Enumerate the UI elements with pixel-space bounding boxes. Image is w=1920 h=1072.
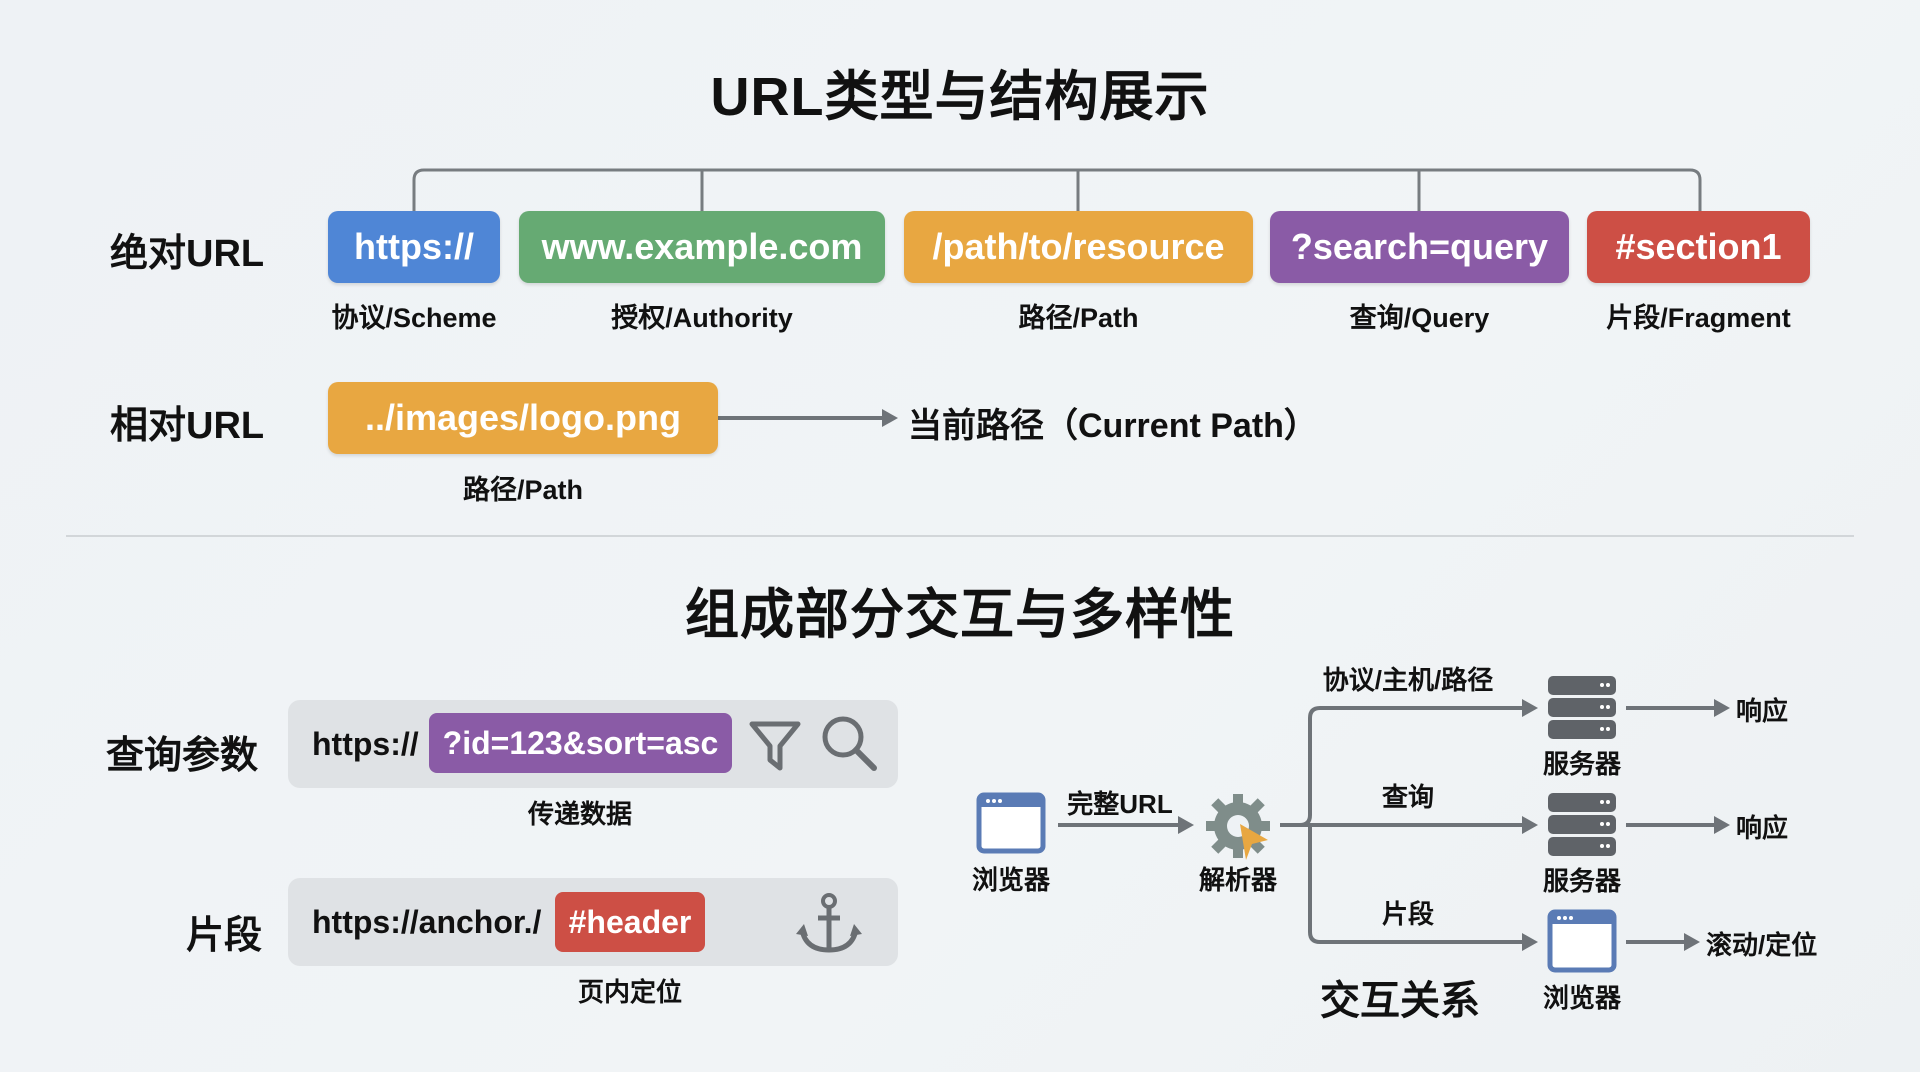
server-icon bbox=[1548, 676, 1616, 739]
flow-node-label-0: 服务器 bbox=[1542, 749, 1621, 779]
relative-path-segment: ../images/logo.png bbox=[328, 382, 718, 454]
fragment-url-base: https://anchor./ bbox=[312, 904, 542, 940]
url-segment-caption-1: 授权/Authority bbox=[611, 303, 793, 333]
url-segment-0: https:// bbox=[328, 211, 500, 283]
section-title: 组成部分交互与多样性 bbox=[685, 585, 1235, 645]
url-segment-4: #section1 bbox=[1587, 211, 1810, 283]
flow-edge-label-2: 片段 bbox=[1381, 899, 1434, 929]
flow-caption: 交互关系 bbox=[1320, 979, 1480, 1023]
server-icon bbox=[1548, 793, 1616, 856]
fragment-label: 片段 bbox=[186, 915, 263, 957]
url-segment-2: /path/to/resource bbox=[904, 211, 1253, 283]
flow-edge-label-1: 查询 bbox=[1381, 782, 1434, 812]
query-url-base: https:// bbox=[312, 726, 419, 762]
url-segment-caption-0: 协议/Scheme bbox=[331, 303, 497, 333]
flow-node-label-1: 服务器 bbox=[1542, 866, 1621, 896]
browser-icon bbox=[1547, 909, 1617, 973]
flow-node-label-2: 浏览器 bbox=[1542, 983, 1621, 1013]
absolute-url-label: 绝对URL bbox=[110, 233, 265, 275]
browser-icon bbox=[976, 792, 1046, 854]
url-segment-caption-2: 路径/Path bbox=[1018, 303, 1139, 333]
filter-icon bbox=[749, 721, 801, 771]
main-title: URL类型与结构展示 bbox=[710, 67, 1210, 127]
fragment-caption: 页内定位 bbox=[577, 977, 682, 1007]
url-segment-caption-4: 片段/Fragment bbox=[1606, 303, 1791, 333]
url-segment-3: ?search=query bbox=[1270, 211, 1569, 283]
current-path-label: 当前路径（Current Path） bbox=[908, 407, 1318, 445]
flow-edge-full-url: 完整URL bbox=[1067, 789, 1173, 819]
flow-result-label-2: 滚动/定位 bbox=[1706, 930, 1818, 960]
anchor-icon bbox=[796, 893, 862, 953]
flow-result-label-0: 响应 bbox=[1736, 696, 1789, 726]
relative-path-caption: 路径/Path bbox=[462, 475, 583, 505]
query-caption: 传递数据 bbox=[527, 799, 632, 829]
query-param-label: 查询参数 bbox=[106, 735, 259, 777]
url-segment-1: www.example.com bbox=[519, 211, 885, 283]
flow-parser-label: 解析器 bbox=[1198, 865, 1277, 895]
parser-gear-icon bbox=[1206, 794, 1270, 860]
relative-url-label: 相对URL bbox=[110, 405, 265, 447]
fragment-pill: #header bbox=[555, 892, 705, 952]
url-segment-caption-3: 查询/Query bbox=[1349, 303, 1490, 333]
flow-edge-label-0: 协议/主机/路径 bbox=[1322, 665, 1494, 695]
query-param-pill: ?id=123&sort=asc bbox=[429, 713, 732, 773]
flow-source-label: 浏览器 bbox=[971, 865, 1050, 895]
flow-result-label-1: 响应 bbox=[1736, 813, 1789, 843]
search-icon bbox=[822, 716, 877, 771]
